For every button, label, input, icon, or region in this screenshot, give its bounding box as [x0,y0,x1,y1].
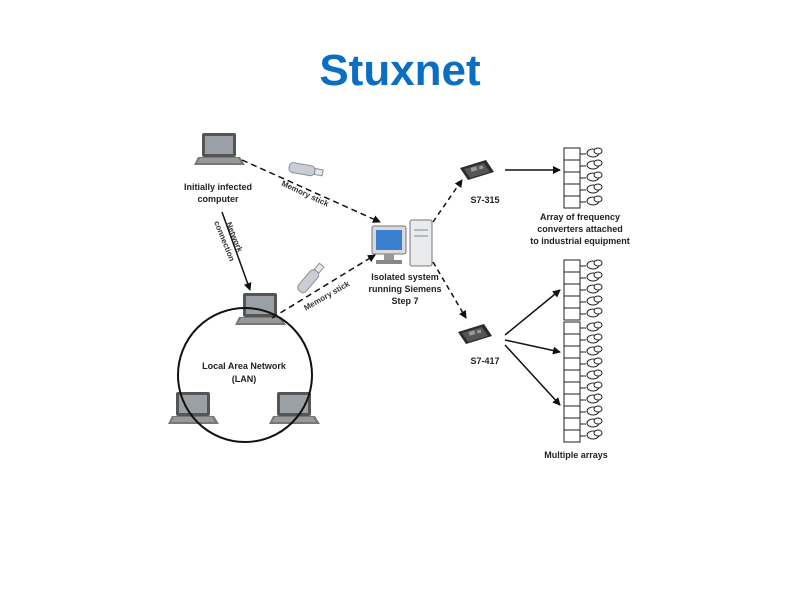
frequency-converter-icon [563,307,603,321]
frequency-converter-icon [563,295,603,309]
frequency-converter-icon [563,271,603,285]
link-to-s7-315 [432,179,463,223]
frequency-converter-icon [563,283,603,297]
isolated-system-label-line2: running Siemens [368,284,441,294]
initial-computer-laptop-icon [194,133,245,165]
frequency-converter-icon [563,393,603,407]
frequency-converter-icon [563,183,603,197]
memory-stick-label-top: Memory stick [280,179,331,209]
plc-s7-417-label: S7-417 [470,356,499,366]
lan-label-line1: Local Area Network [202,361,287,371]
converter-arrays [563,147,603,443]
array-caption-line1: Array of frequency [540,212,620,222]
memory-stick-path-top [241,159,381,223]
usb-stick-icon [287,161,324,179]
desktop-computer-icon [371,219,433,267]
frequency-converter-icon [563,259,603,273]
isolated-system-label-line3: Step 7 [391,296,418,306]
frequency-converter-icon [563,147,603,161]
plc-s7-417-icon [458,324,492,344]
frequency-converter-icon [563,417,603,431]
initial-computer-label-line1: Initially infected [184,182,252,192]
multiple-arrays-caption: Multiple arrays [544,450,608,460]
frequency-converter-icon [563,195,603,209]
isolated-system-label-line1: Isolated system [371,272,439,282]
s7-417-to-array-arrow [504,339,561,355]
slide-title: Stuxnet [319,46,481,95]
frequency-converter-icon [563,171,603,185]
array-caption-line3: to industrial equipment [530,236,630,246]
frequency-converter-icon [563,357,603,371]
lan-ring [177,307,313,443]
network-connection-arrow [221,211,252,291]
frequency-converter-icon [563,369,603,383]
s7-417-to-array-arrow [504,289,561,336]
frequency-converter-icon [563,429,603,443]
frequency-converter-icon [563,159,603,173]
link-to-s7-417 [432,261,467,319]
initial-computer-label-line2: computer [197,194,239,204]
memory-stick-path-bottom [271,254,376,319]
plc-s7-315-icon [460,160,494,180]
plc-s7-315-label: S7-315 [470,195,499,205]
frequency-converter-icon [563,333,603,347]
frequency-converter-icon [563,381,603,395]
s7-417-to-array-arrow [504,344,561,406]
array-caption-line2: converters attached [537,224,623,234]
frequency-converter-icon [563,405,603,419]
usb-stick-icon [295,261,327,295]
lan-label-line2: (LAN) [232,374,257,384]
frequency-converter-icon [563,321,603,335]
frequency-converter-icon [563,345,603,359]
